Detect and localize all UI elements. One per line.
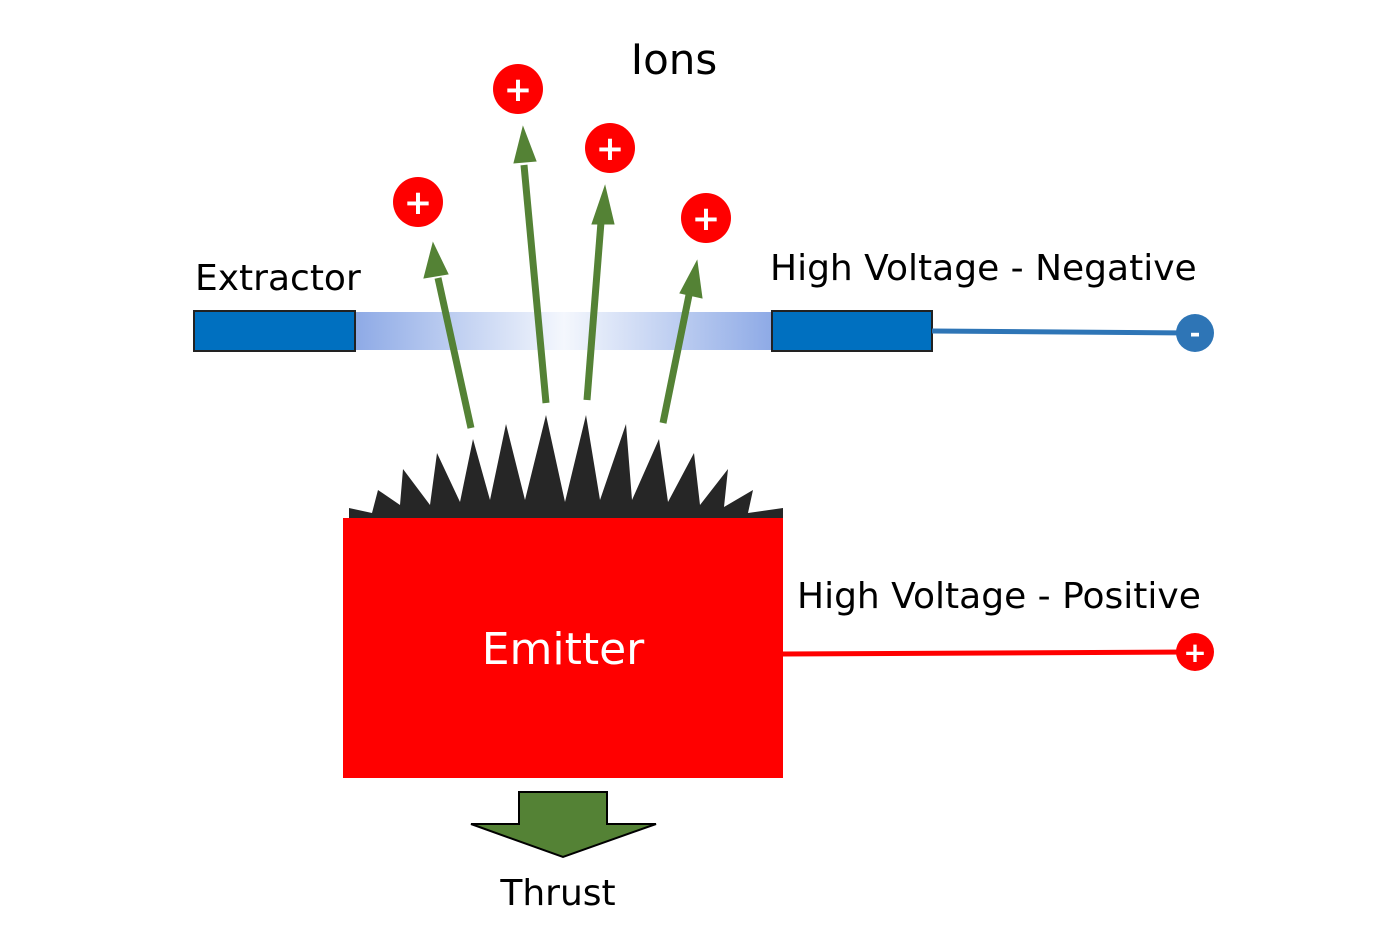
ion-circle [585,123,635,173]
ion-circle [393,177,443,227]
emitter-block [343,518,783,778]
ion-arrow-4 [659,294,693,424]
negative-terminal-symbol: - [1190,319,1201,349]
ion-2: + [493,64,543,114]
thrust-arrow [470,791,657,859]
extractor-gap [356,312,772,350]
ion-arrow-2-head [513,125,537,164]
ion-charge: + [692,199,721,239]
ions-title: Ions [631,35,718,84]
ion-4: + [681,193,731,243]
emitter-spikes [349,415,783,521]
ion-arrow-1 [434,277,475,429]
positive-terminal [1176,633,1214,671]
positive-wire [782,649,1191,657]
ion-charge: + [504,70,533,110]
extractor-plate-left [193,310,356,352]
hv-positive-label: High Voltage - Positive [797,576,1201,617]
emitter-label: Emitter [482,624,645,675]
ion-arrow-4-head [679,259,703,299]
ion-arrow-2 [520,164,550,404]
ion-arrow-3 [583,221,605,401]
positive-terminal-symbol: + [1183,636,1206,669]
extractor-plate-right [771,310,933,352]
negative-terminal [1176,314,1214,352]
ion-3: + [585,123,635,173]
negative-wire [931,328,1191,336]
ion-charge: + [404,183,433,223]
ion-circle [493,64,543,114]
ion-arrow-1-head [423,241,449,279]
ion-charge: + [596,129,625,169]
thrust-label: Thrust [499,873,615,914]
ion-arrow-3-head [591,184,615,225]
ion-circle [681,193,731,243]
ion-1: + [393,177,443,227]
extractor-label: Extractor [195,258,361,299]
hv-negative-label: High Voltage - Negative [770,248,1197,289]
